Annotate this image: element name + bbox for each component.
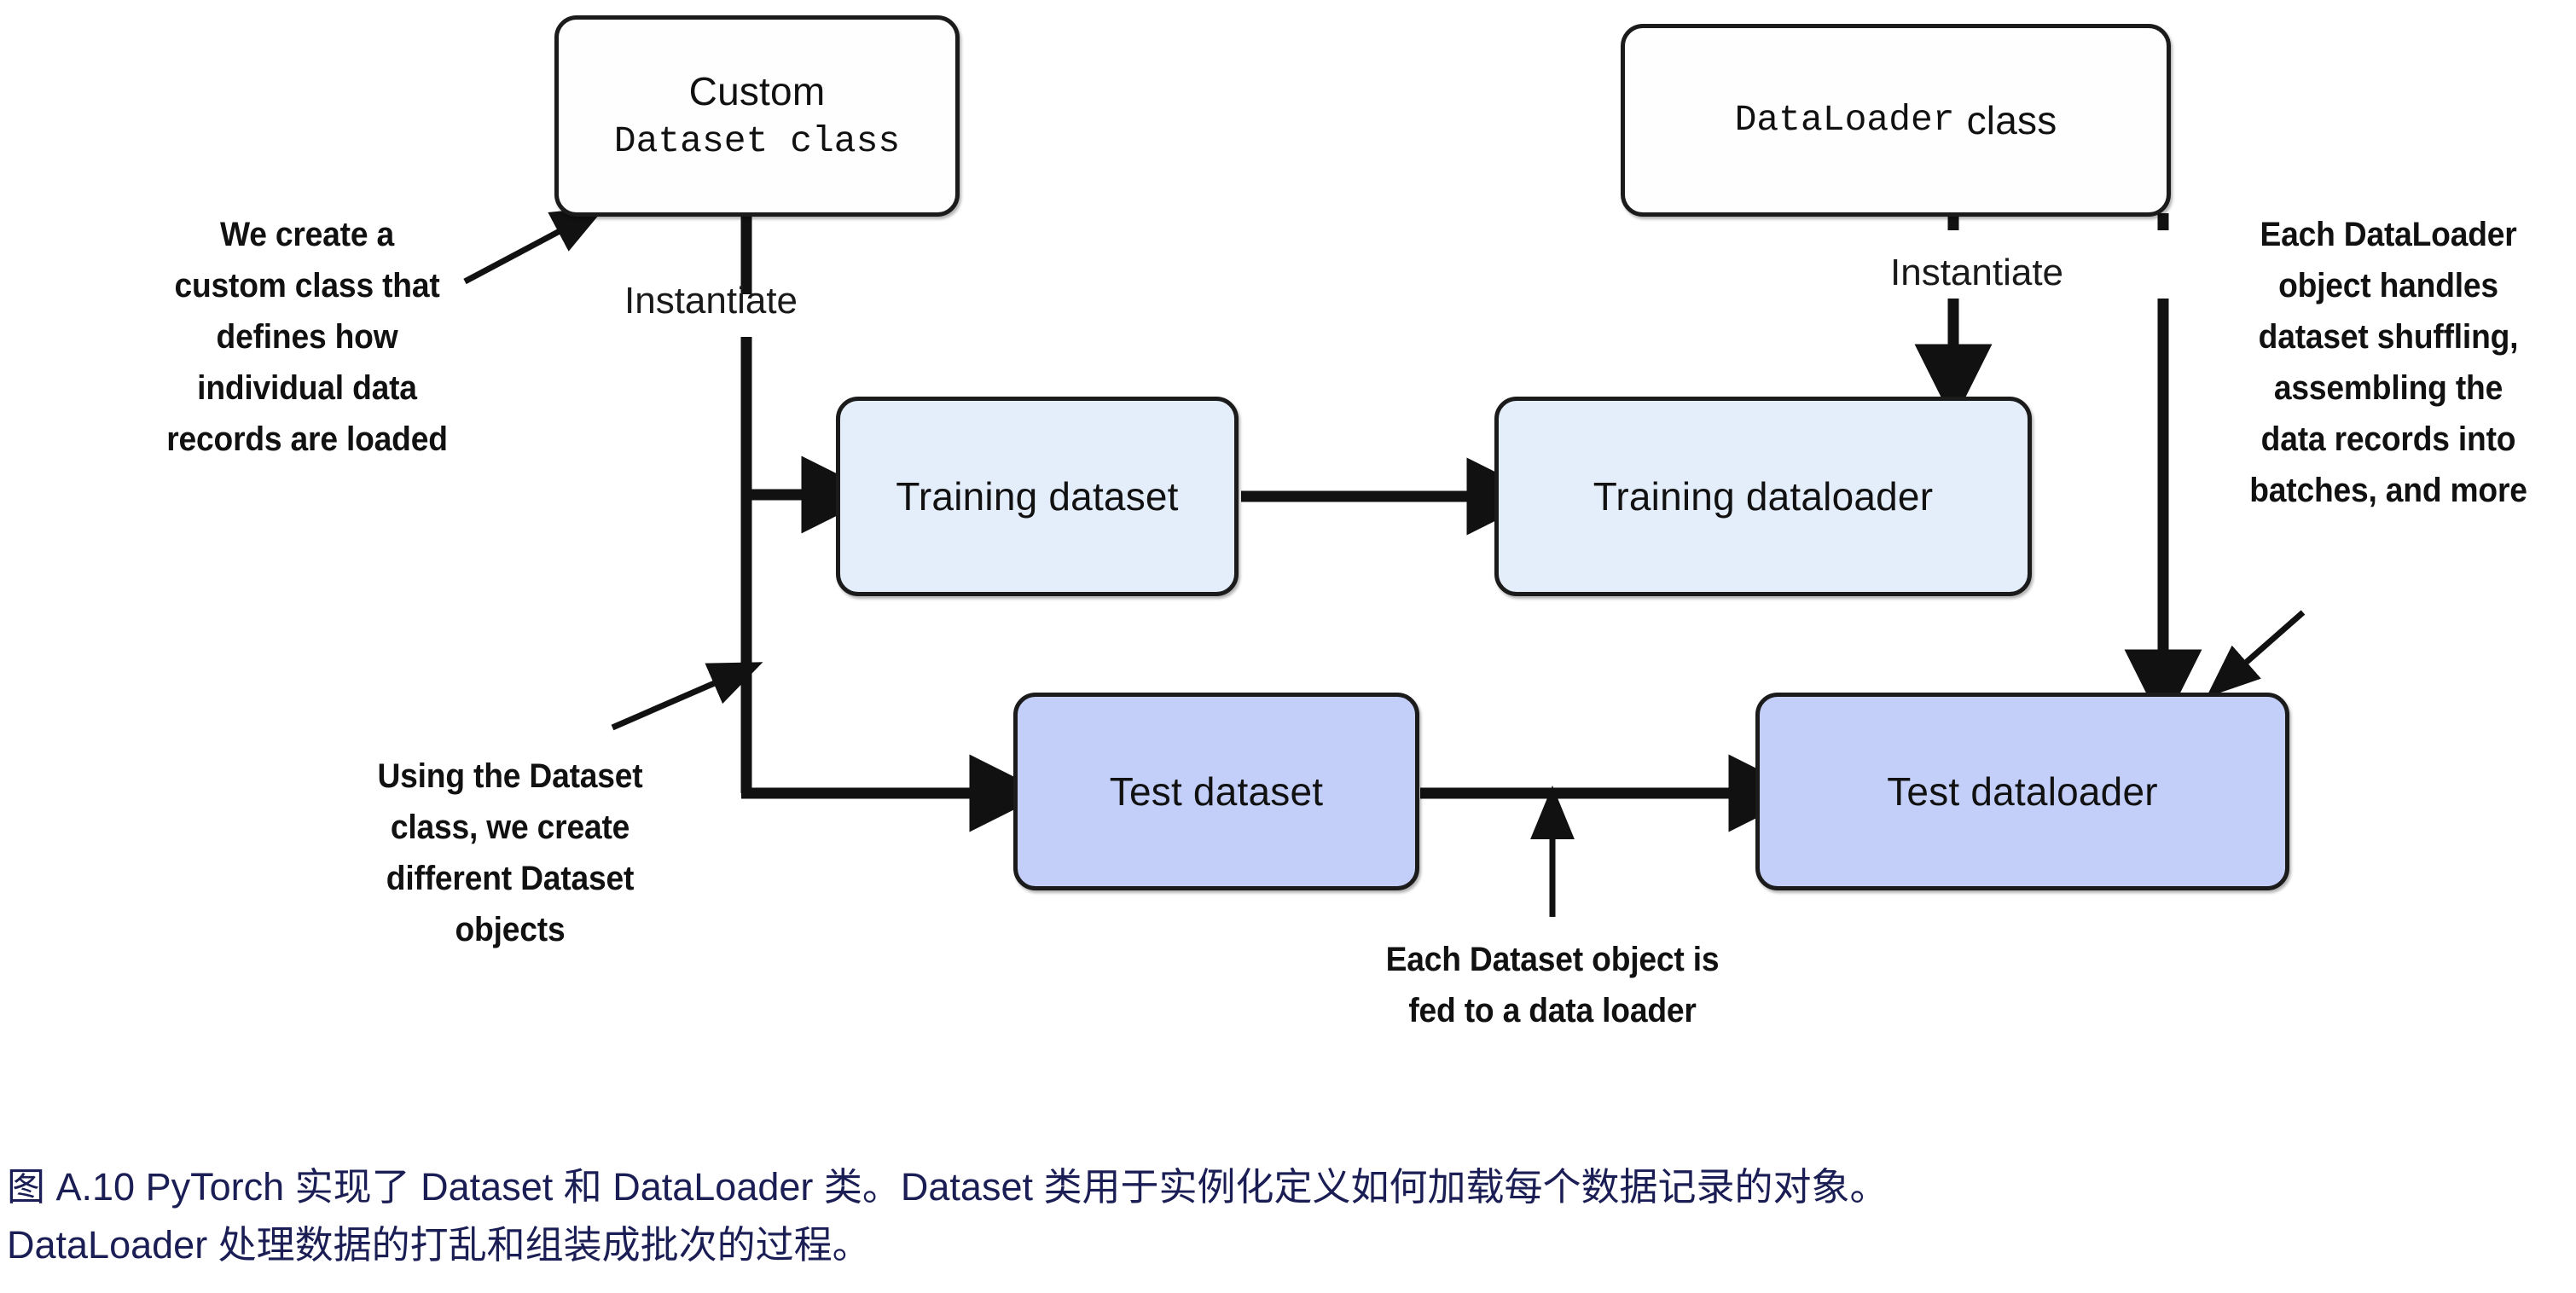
node-test-dataloader[interactable]: Test dataloader bbox=[1755, 693, 2289, 890]
node-test-dataset[interactable]: Test dataset bbox=[1013, 693, 1419, 890]
pointer-using-dataset-class bbox=[611, 662, 763, 731]
node-custom-dataset-class-line2: Dataset class bbox=[613, 119, 901, 162]
annotation-create-custom-class: We create a custom class that defines ho… bbox=[166, 216, 448, 458]
annotation-using-dataset-class: Using the Dataset class, we create diffe… bbox=[377, 757, 643, 948]
figure-caption-line-2: DataLoader 处理数据的打乱和组装成批次的过程。 bbox=[7, 1222, 871, 1267]
node-training-dataset[interactable]: Training dataset bbox=[836, 397, 1239, 596]
pointer-dataloader-handles bbox=[2206, 610, 2306, 698]
node-training-dataloader-label: Training dataloader bbox=[1593, 473, 1934, 519]
annotation-dataloader-handles: Each DataLoader object handles dataset s… bbox=[2249, 216, 2527, 509]
annotation-dataset-fed-to-loader: Each Dataset object is fed to a data loa… bbox=[1385, 941, 1720, 1029]
node-dataloader-class-suffix: class bbox=[1966, 97, 2057, 142]
node-dataloader-class-name: DataLoader bbox=[1734, 98, 1955, 141]
node-custom-dataset-class-line1: Custom bbox=[688, 69, 826, 114]
node-test-dataset-label: Test dataset bbox=[1109, 768, 1324, 814]
pointer-create-custom-class bbox=[463, 206, 606, 285]
figure-caption-line-1: 图 A.10 PyTorch 实现了 Dataset 和 DataLoader … bbox=[7, 1165, 1888, 1209]
edge-label-instantiate-right: Instantiate bbox=[1890, 252, 2064, 293]
node-dataloader-class[interactable]: DataLoader class bbox=[1621, 24, 2171, 217]
node-test-dataloader-label: Test dataloader bbox=[1887, 768, 2158, 814]
edge-label-instantiate-left: Instantiate bbox=[624, 280, 798, 322]
node-training-dataset-label: Training dataset bbox=[896, 473, 1179, 519]
figure-caption: 图 A.10 PyTorch 实现了 Dataset 和 DataLoader … bbox=[7, 1158, 2549, 1273]
node-custom-dataset-class[interactable]: Custom Dataset class bbox=[554, 15, 960, 217]
node-training-dataloader[interactable]: Training dataloader bbox=[1494, 397, 2032, 596]
